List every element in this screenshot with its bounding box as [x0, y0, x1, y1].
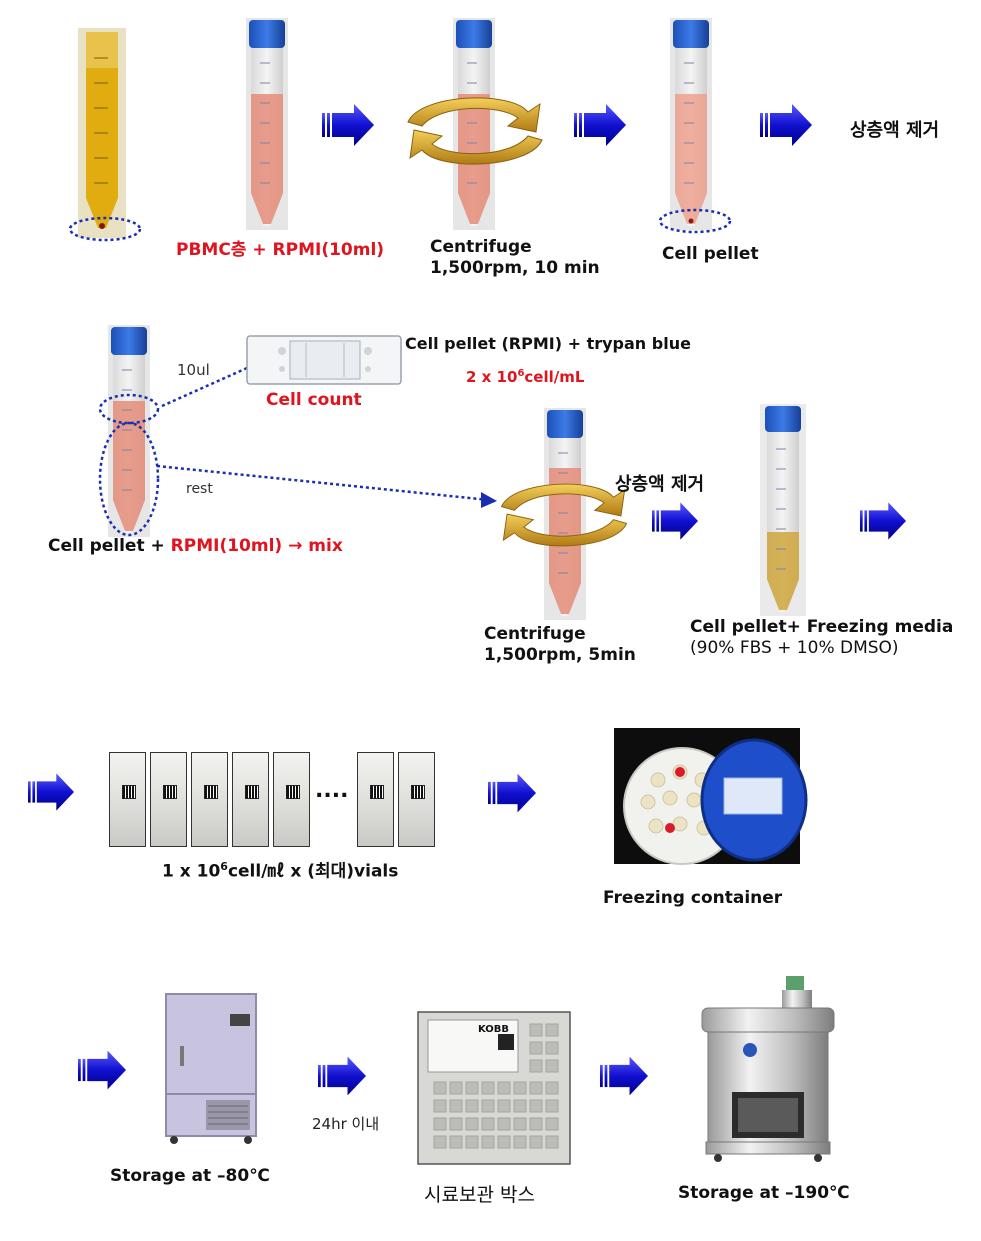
- ultra-low-freezer-photo: [165, 993, 257, 1144]
- hemocytometer-slide-photo: [246, 335, 402, 385]
- mix-label: Cell pellet + RPMI(10ml) → mix: [48, 536, 343, 556]
- box-brand-label: KOBB: [478, 1024, 510, 1035]
- process-arrow: [652, 502, 698, 540]
- cryovial-photo: [273, 752, 310, 847]
- rotation-arrows-icon: [500, 483, 628, 547]
- freezing-media-label: Cell pellet+ Freezing media (90% FBS + 1…: [690, 617, 954, 659]
- small-volume-label: 10ul: [177, 361, 210, 379]
- sample-ellipse-top: [98, 393, 160, 425]
- process-arrow: [760, 104, 812, 146]
- process-arrow: [28, 773, 74, 811]
- centrifuge-tube-photo: [453, 18, 495, 230]
- cell-count-label: Cell count: [266, 390, 362, 410]
- rest-label: rest: [186, 481, 213, 497]
- vials-label: 1 x 106cell/㎖ x (최대)vials: [162, 860, 399, 882]
- cryovial-photo: [109, 752, 146, 847]
- pbmc-rpmi-tube-photo: [246, 18, 288, 230]
- cryovial-photo: [232, 752, 269, 847]
- storage-190-label: Storage at –190℃: [678, 1183, 850, 1203]
- cell-pellet-label: Cell pellet: [662, 244, 759, 264]
- centrifuge-2-label: Centrifuge 1,500rpm, 5min: [484, 624, 636, 666]
- remove-supernatant-label: 상층액 제거: [850, 120, 940, 141]
- process-arrow: [860, 502, 906, 540]
- count-concentration: 2 x 106cell/mL: [466, 368, 585, 386]
- within-24hr-label: 24hr 이내: [312, 1115, 380, 1133]
- freezing-container-label: Freezing container: [603, 888, 783, 908]
- centrifuge-2-tube-photo: [544, 408, 586, 620]
- remove-supernatant-label-2: 상층액 제거: [615, 474, 705, 495]
- cryovial-photo: [150, 752, 187, 847]
- process-arrow: [78, 1050, 126, 1090]
- process-arrow: [322, 104, 374, 146]
- cell-pellet-tube-photo: [670, 18, 712, 230]
- vials-ellipsis: ....: [315, 778, 349, 803]
- cryovial-photo: [398, 752, 435, 847]
- count-description: Cell pellet (RPMI) + trypan blue: [405, 334, 691, 353]
- process-arrow: [318, 1056, 366, 1096]
- cryovial-photo: [191, 752, 228, 847]
- dotted-arrow-to-centrifuge: [156, 464, 497, 508]
- process-arrow: [600, 1056, 648, 1096]
- storage-80-label: Storage at –80℃: [110, 1166, 270, 1186]
- freezing-container-photo: [614, 728, 808, 865]
- process-arrow: [574, 104, 626, 146]
- liquid-nitrogen-tank-photo: [701, 976, 835, 1162]
- centrifuge-1-label: Centrifuge 1,500rpm, 10 min: [430, 237, 600, 279]
- sample-storage-box-photo: [417, 1011, 571, 1165]
- cryovial-photo: [357, 752, 394, 847]
- process-arrow: [488, 773, 536, 813]
- freezing-media-tube-photo: [760, 404, 806, 616]
- ficoll-tube-photo: [78, 28, 126, 238]
- sample-box-label: 시료보관 박스: [424, 1184, 535, 1206]
- pbmc-rpmi-label: PBMC층 + RPMI(10ml): [176, 240, 385, 260]
- pellet-highlight-ellipse: [68, 216, 142, 242]
- sample-ellipse-rest: [98, 421, 160, 537]
- pellet-highlight-ellipse: [658, 208, 732, 234]
- rotation-arrows-icon: [407, 97, 543, 165]
